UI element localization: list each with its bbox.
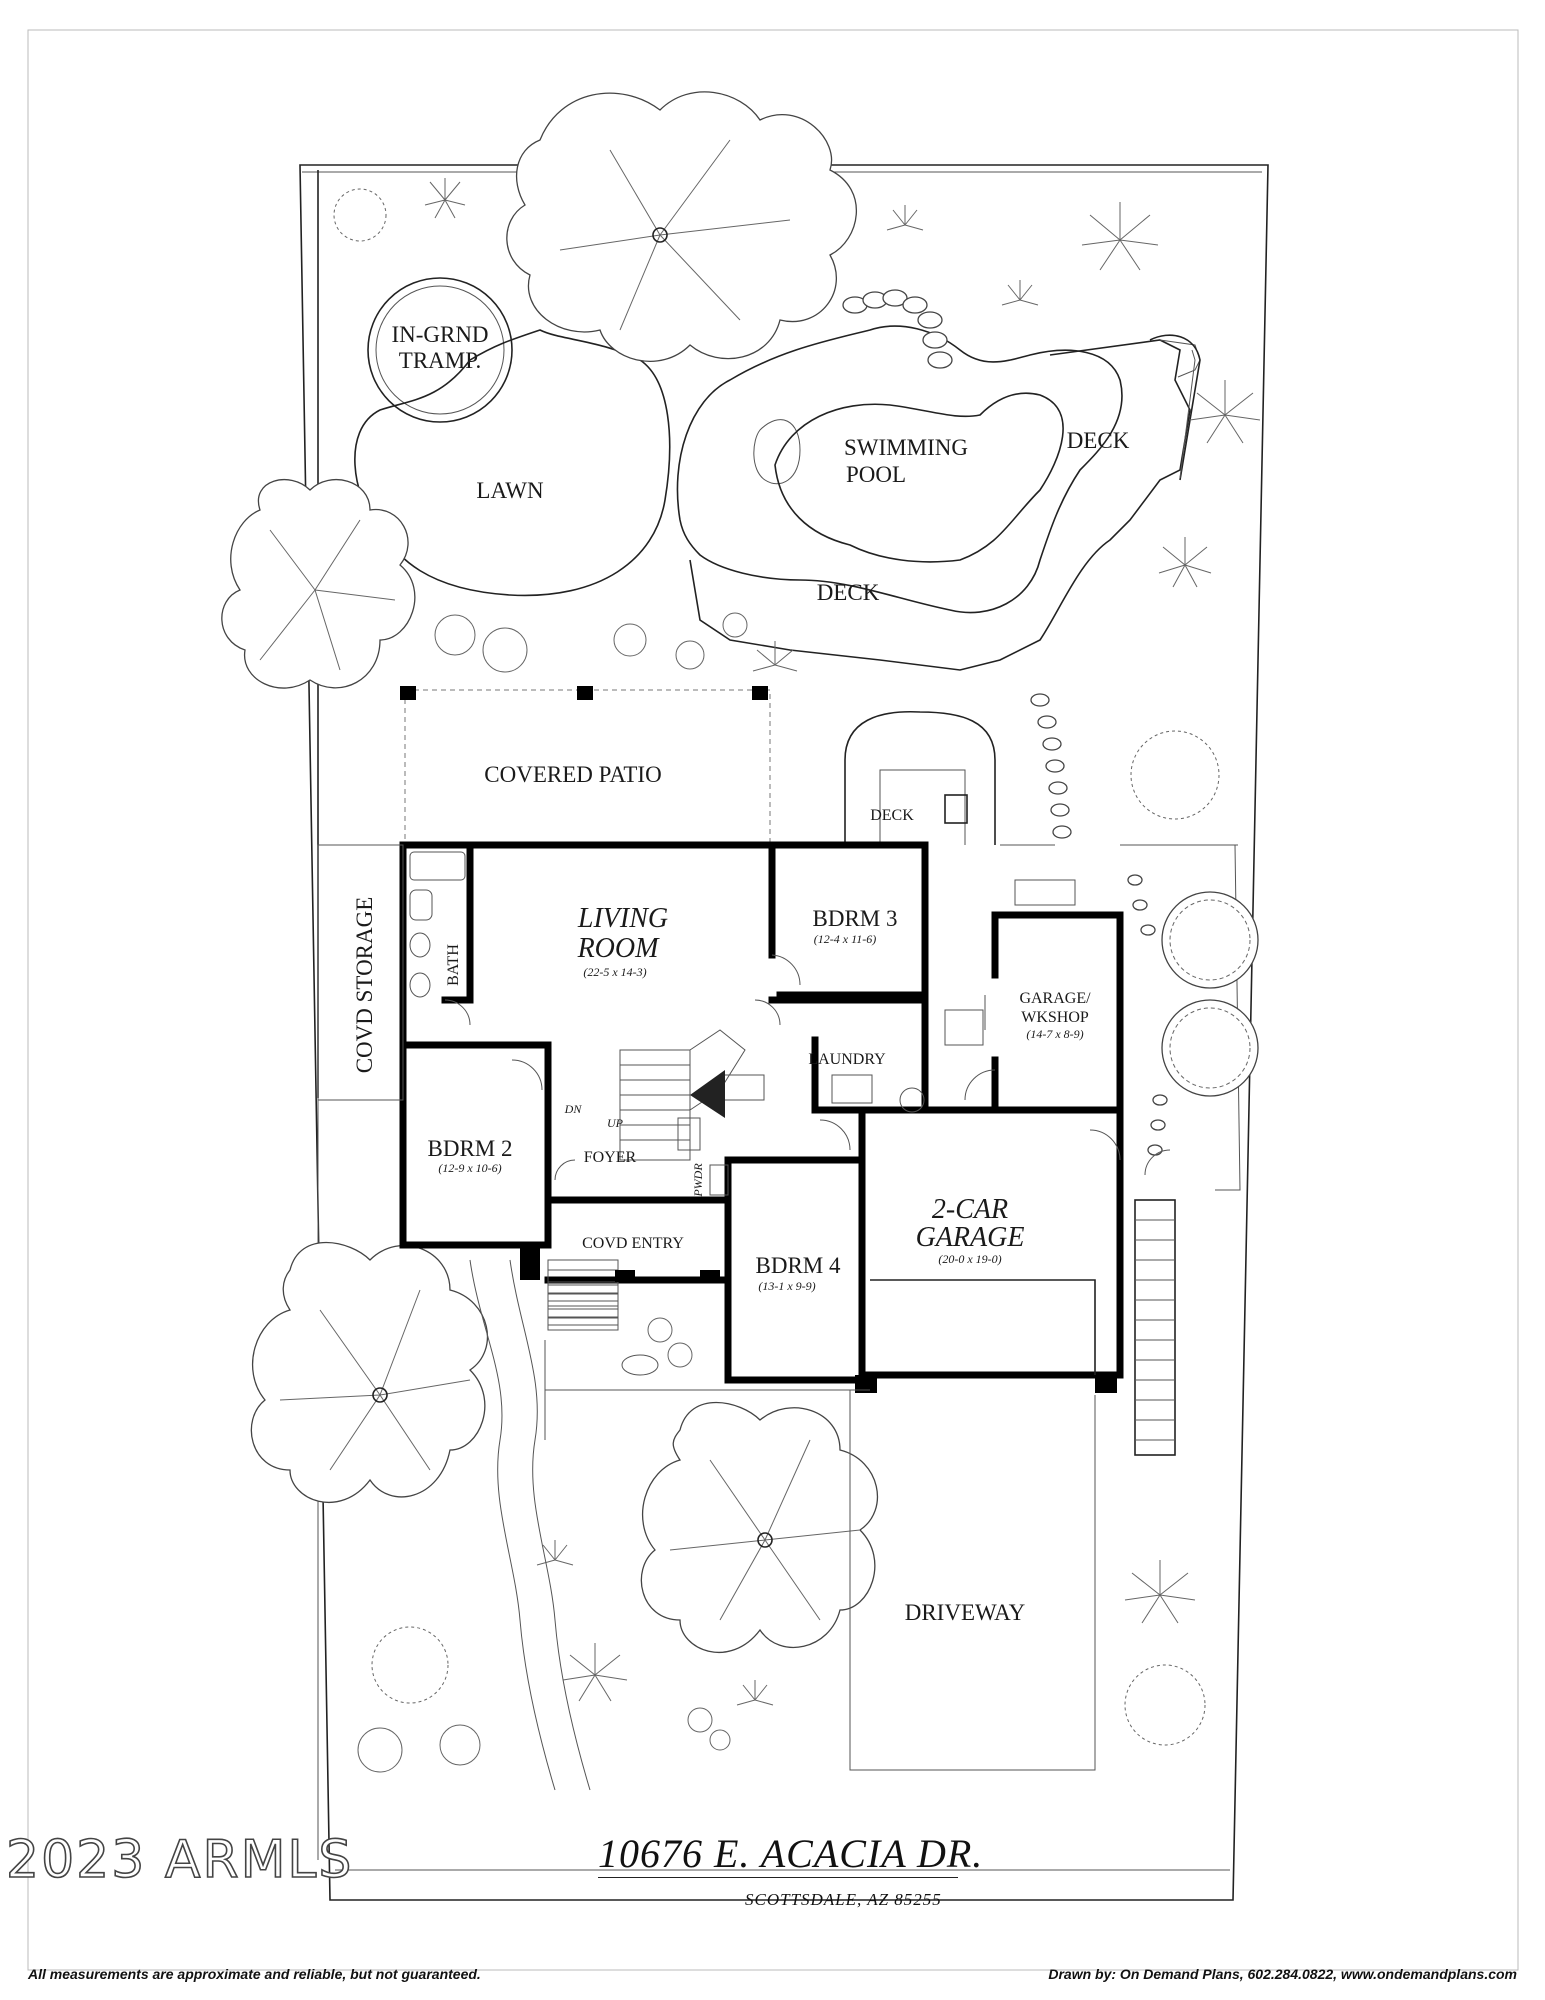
svg-text:SWIMMING: SWIMMING (844, 435, 968, 460)
svg-text:PWDR: PWDR (691, 1163, 705, 1198)
pool-deck: DECK DECK (689, 334, 1201, 671)
swimming-pool: SWIMMING POOL (676, 325, 1123, 614)
room-covd-entry: COVD ENTRY (582, 1235, 684, 1252)
svg-text:WKSHOP: WKSHOP (1021, 1009, 1089, 1026)
svg-text:DECK: DECK (817, 580, 880, 605)
property-address: 10676 E. ACACIA DR. (598, 1831, 984, 1876)
room-living-room: LIVING ROOM (22-5 x 14-3) (577, 903, 669, 979)
svg-text:(13-1 x 9-9): (13-1 x 9-9) (758, 1279, 815, 1293)
flower-clusters (613, 612, 748, 1751)
driveway: DRIVEWAY (544, 1279, 1096, 1771)
tree-canopy-north (506, 91, 857, 362)
svg-text:BDRM 3: BDRM 3 (813, 906, 898, 931)
svg-text:TRAMP.: TRAMP. (399, 348, 481, 373)
room-bdrm2: BDRM 2 (12-9 x 10-6) (428, 1136, 513, 1175)
room-bath: BATH (445, 944, 462, 986)
svg-text:DRIVEWAY: DRIVEWAY (905, 1600, 1026, 1625)
svg-text:ROOM: ROOM (577, 933, 661, 964)
shrub-east-2 (1161, 999, 1259, 1097)
in-ground-trampoline: IN-GRND TRAMP. (367, 277, 513, 423)
shrub-east-3 (1130, 730, 1220, 820)
svg-text:COVD STORAGE: COVD STORAGE (352, 897, 377, 1074)
svg-text:COVD ENTRY: COVD ENTRY (582, 1235, 684, 1252)
stairs-dark (690, 1070, 725, 1118)
shrub-east-4 (1124, 1664, 1206, 1746)
svg-text:GARAGE/: GARAGE/ (1019, 990, 1091, 1007)
svg-text:(14-7 x 8-9): (14-7 x 8-9) (1026, 1027, 1083, 1041)
svg-text:(12-9 x 10-6): (12-9 x 10-6) (438, 1161, 501, 1175)
drawn-by-credits: Drawn by: On Demand Plans, 602.284.0822,… (1048, 1966, 1517, 1982)
small-deck: DECK (844, 710, 996, 845)
drawing-border (27, 29, 1519, 1971)
room-2-car-garage: 2-CAR GARAGE (20-0 x 19-0) (916, 1194, 1025, 1266)
shrub-east-1 (1161, 891, 1259, 989)
watermark-text: 2023 ARMLS (5, 1829, 354, 1891)
covered-patio: COVERED PATIO (400, 686, 771, 846)
svg-text:UP: UP (607, 1116, 624, 1130)
svg-text:(12-4 x 11-6): (12-4 x 11-6) (814, 932, 876, 946)
address-underline (598, 1877, 958, 1878)
svg-text:IN-GRND: IN-GRND (391, 322, 488, 347)
svg-text:DN: DN (564, 1102, 583, 1116)
svg-text:(20-0 x 19-0): (20-0 x 19-0) (938, 1252, 1001, 1266)
covered-storage: COVD STORAGE (317, 844, 404, 1101)
interior-fixtures (409, 851, 1076, 1326)
tree-canopy-southwest (250, 1242, 489, 1504)
structure-posts (520, 1245, 1117, 1393)
svg-text:LAWN: LAWN (476, 478, 544, 503)
property-city: SCOTTSDALE, AZ 85255 (745, 1890, 942, 1909)
shrub-west (333, 188, 528, 1773)
agave-plants (424, 178, 1261, 1706)
svg-text:DECK: DECK (1067, 428, 1130, 453)
room-bdrm4: BDRM 4 (13-1 x 9-9) (756, 1253, 841, 1293)
measurement-disclaimer: All measurements are approximate and rel… (28, 1966, 481, 1982)
svg-text:(22-5 x 14-3): (22-5 x 14-3) (583, 965, 646, 979)
svg-text:COVERED PATIO: COVERED PATIO (484, 762, 661, 787)
house-walls (399, 841, 1124, 1384)
svg-text:LAUNDRY: LAUNDRY (808, 1051, 886, 1068)
door-swings (444, 954, 1171, 1181)
tree-canopy-west (221, 478, 416, 689)
svg-text:POOL: POOL (846, 462, 906, 487)
room-bdrm3: BDRM 3 (12-4 x 11-6) (813, 906, 898, 946)
room-foyer: FOYER DN UP (564, 1102, 637, 1166)
paver-walkway (1134, 1199, 1176, 1456)
room-pwdr: PWDR (691, 1163, 705, 1198)
svg-text:2-CAR: 2-CAR (932, 1194, 1008, 1225)
svg-text:BDRM 2: BDRM 2 (428, 1136, 513, 1161)
lawn-area: LAWN (354, 329, 671, 597)
svg-text:BATH: BATH (445, 944, 462, 986)
tree-canopy-south (640, 1402, 879, 1654)
entry-steps (547, 1284, 659, 1376)
room-laundry: LAUNDRY (808, 1051, 886, 1068)
svg-text:GARAGE: GARAGE (916, 1222, 1025, 1253)
svg-text:BDRM 4: BDRM 4 (756, 1253, 841, 1278)
svg-text:FOYER: FOYER (584, 1149, 637, 1166)
svg-text:LIVING: LIVING (577, 903, 668, 934)
garden-path (469, 1259, 556, 1791)
svg-text:DECK: DECK (870, 807, 914, 824)
stepping-stones (842, 289, 1168, 1156)
room-garage-wkshop: GARAGE/ WKSHOP (14-7 x 8-9) (1019, 990, 1091, 1041)
